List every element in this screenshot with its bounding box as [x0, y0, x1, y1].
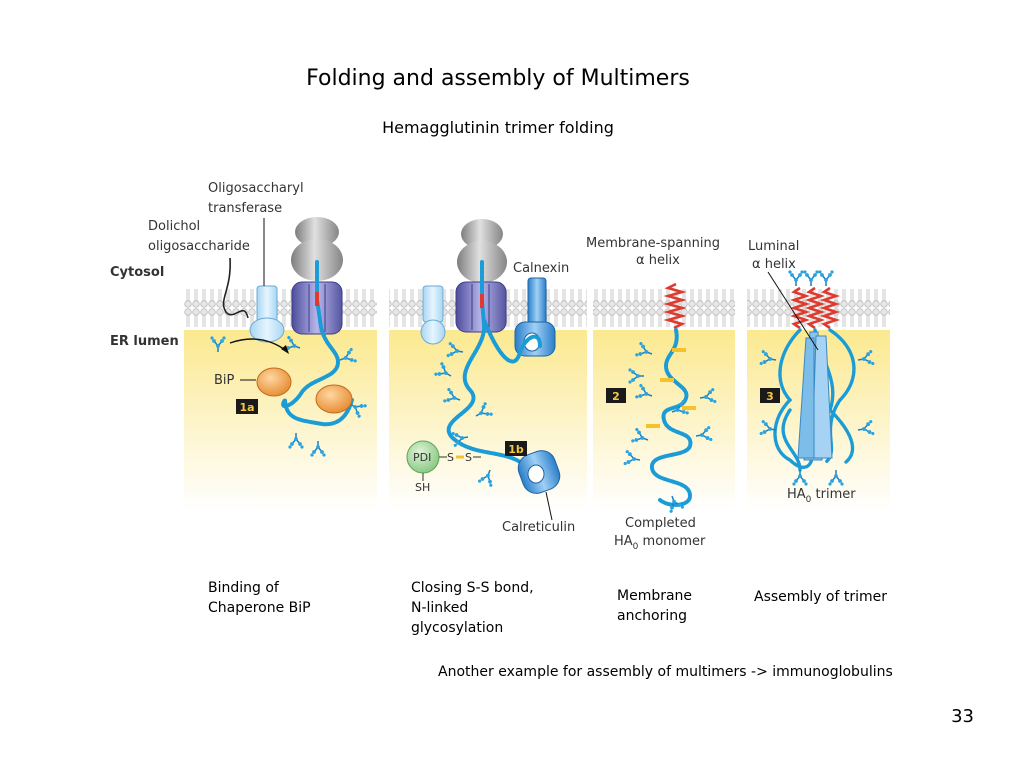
badge-2-text: 2: [612, 390, 620, 403]
er-membrane: [593, 286, 735, 330]
caption-step-1a: Binding of Chaperone BiP: [208, 580, 311, 616]
slide-subtitle: Hemagglutinin trimer folding: [382, 118, 614, 137]
label-completed: Completed: [625, 516, 696, 531]
caption-step-1b: Closing S-S bond, N-linked glycosylation: [411, 580, 534, 636]
pdi-enzyme: [406, 440, 481, 481]
label-sh: SH: [415, 481, 430, 494]
label-bip: BiP: [214, 373, 235, 388]
label-transferase: transferase: [208, 201, 282, 216]
label-pdi: PDI: [413, 451, 431, 464]
caption-step-3: Assembly of trimer: [754, 589, 888, 605]
badge-2: [606, 388, 626, 403]
calreticulin-pointer: [545, 491, 553, 521]
page-number: 33: [951, 706, 974, 727]
er-lumen-area: [184, 330, 377, 512]
label-ha0-trimer: HA0 trimer: [787, 487, 856, 505]
label-oligosaccharyl: Oligosaccharyl: [208, 181, 304, 196]
monomer-chain: [650, 328, 693, 507]
badge-3-text: 3: [766, 390, 774, 403]
nascent-chain: [446, 260, 542, 472]
panel-1b: PDI S S SH 1b Calnexin Calreticulin: [389, 219, 587, 535]
er-membrane: [747, 286, 890, 330]
label-luminal: Luminal: [748, 239, 799, 254]
trimer-core: [797, 331, 833, 461]
label-membrane-spanning: Membrane-spanning: [586, 236, 720, 251]
oligosaccharyl-transferase: [249, 285, 285, 343]
badge-1b: [505, 441, 527, 456]
label-s-2: S: [465, 451, 472, 464]
oligosaccharyl-transferase: [420, 285, 446, 345]
label-membrane-helix: α helix: [636, 253, 680, 268]
caption-step-2: Membrane anchoring: [617, 588, 693, 624]
badge-1a-text: 1a: [239, 401, 254, 414]
badge-1b-text: 1b: [508, 443, 524, 456]
membrane-spanning-helix: [663, 282, 687, 330]
luminal-helices: [789, 286, 841, 330]
label-oligosaccharide: oligosaccharide: [148, 239, 250, 254]
dolichol-chain: [222, 257, 249, 319]
slide-title: Folding and assembly of Multimers: [306, 66, 690, 91]
panel-1a: Oligosaccharyl transferase Dolichol olig…: [110, 181, 377, 512]
label-dolichol: Dolichol: [148, 219, 200, 234]
badge-1a: [236, 399, 258, 414]
label-cytosol: Cytosol: [110, 265, 164, 280]
calnexin: [514, 277, 556, 357]
footnote: Another example for assembly of multimer…: [438, 664, 893, 680]
label-calreticulin: Calreticulin: [502, 520, 575, 535]
label-completed-monomer: HA0 monomer: [614, 534, 706, 552]
calreticulin: [517, 450, 561, 494]
label-luminal-helix: α helix: [752, 257, 796, 272]
panel-3: 3 Luminal α helix HA0 trimer: [747, 239, 890, 512]
label-s-1: S: [447, 451, 454, 464]
nascent-chain: [281, 260, 354, 427]
label-calnexin: Calnexin: [513, 261, 569, 276]
label-er-lumen: ER lumen: [110, 334, 179, 349]
luminal-helix-pointer: [767, 271, 819, 351]
badge-3: [760, 388, 780, 403]
panel-2: 2 Membrane-spanning α helix Completed HA…: [586, 236, 735, 552]
bip-chaperone: [256, 367, 353, 414]
